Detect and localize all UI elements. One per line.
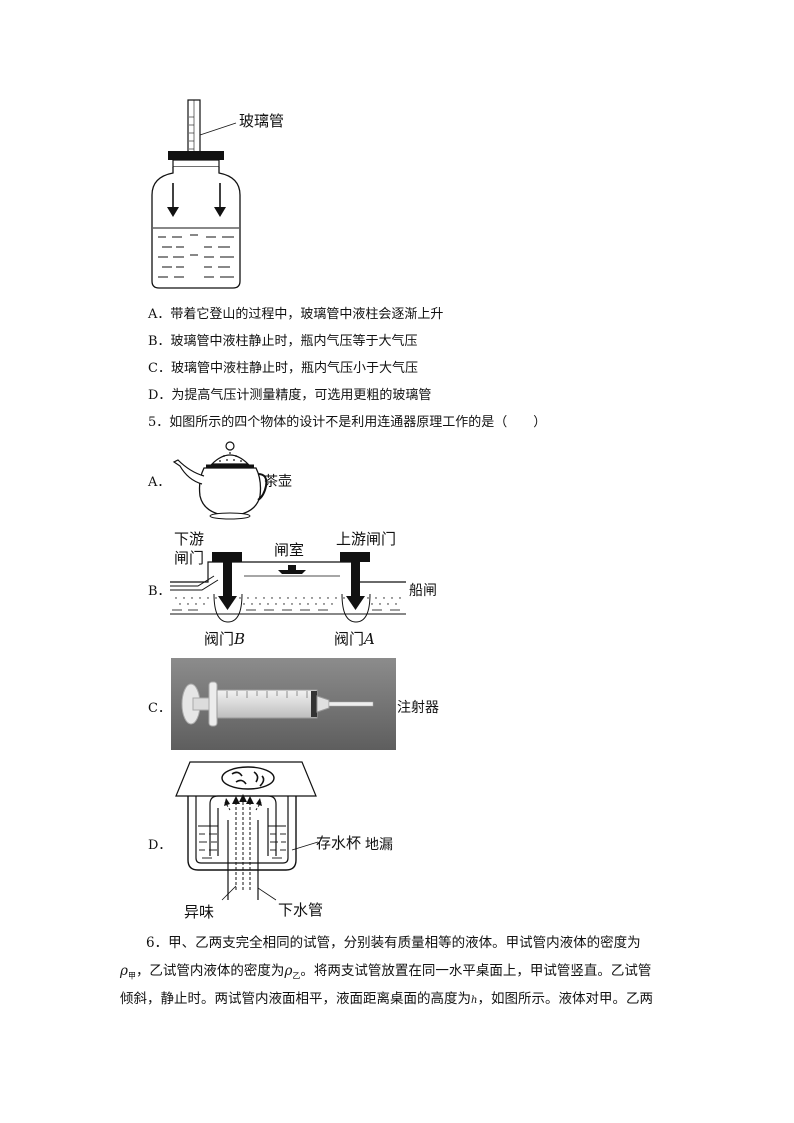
teapot-label: 茶壶 (264, 474, 292, 490)
glass-tube-label: 玻璃管 (239, 112, 285, 130)
drain-pipe-label: 下水管 (278, 901, 324, 919)
q4-option-c: C．玻璃管中液柱静止时，瓶内气压小于大气压 (148, 361, 418, 376)
q6-line-3-end: ，如图所示。液体对甲。乙两 (477, 991, 653, 1007)
q4-option-d: D．为提高气压计测量精度，可选用更粗的玻璃管 (148, 388, 432, 403)
q4-option-a: A．带着它登山的过程中，玻璃管中液柱会逐渐上升 (148, 307, 444, 322)
lock-chamber-label: 闸室 (274, 541, 305, 559)
upstream-gate-label: 上游闸门 (336, 530, 397, 548)
q6-line-3-start: 倾斜，静止时。两试管内液面相平，液面距离桌面的高度为 (120, 991, 471, 1007)
height-symbol: h (471, 995, 478, 1006)
q5-option-c-letter: C． (148, 701, 171, 716)
valve-a-label: 阀门A (334, 628, 375, 649)
q5-option-a-letter: A． (148, 475, 171, 490)
q6-line-2-mid: ，乙试管内液体的密度为 (135, 963, 285, 979)
q5-option-b-letter: B． (148, 584, 171, 599)
valve-b-prefix: 阀门 (204, 630, 235, 648)
bottle-barometer-figure (151, 99, 241, 289)
q4-option-b: B．玻璃管中液柱静止时，瓶内气压等于大气压 (148, 334, 418, 349)
syringe-photo (171, 658, 396, 750)
valve-b-label: 阀门B (204, 628, 245, 649)
floor-drain-figure (175, 761, 319, 901)
valve-b-var: B (234, 630, 246, 648)
downstream-gate-label-1: 下游 (174, 530, 205, 548)
q5-option-d-letter: D． (148, 838, 172, 853)
q5-stem: 5．如图所示的四个物体的设计不是利用连通器原理工作的是（ ） (148, 415, 547, 430)
valve-a-prefix: 阀门 (334, 630, 365, 648)
floor-drain-label: 地漏 (365, 837, 393, 853)
q6-line-2-end: 。将两支试管放置在同一水平桌面上，甲试管竖直。乙试管 (300, 963, 652, 979)
ship-lock-label: 船闸 (409, 583, 437, 599)
downstream-gate-label-2: 闸门 (174, 549, 205, 567)
syringe-label: 注射器 (397, 700, 439, 716)
rho-symbol-2: ρ (284, 963, 293, 979)
q6-line-2: ρ甲，乙试管内液体的密度为ρ乙。将两支试管放置在同一水平桌面上，甲试管竖直。乙试… (120, 957, 651, 991)
odor-label: 异味 (184, 903, 215, 921)
water-cup-label: 存水杯 (316, 834, 362, 852)
valve-a-var: A (364, 630, 375, 648)
rho-sub-yi: 乙 (292, 971, 301, 981)
teapot-figure (172, 441, 268, 520)
rho-sub-jia: 甲 (127, 971, 136, 981)
ship-lock-figure (170, 552, 406, 623)
rho-symbol-1: ρ (120, 963, 128, 979)
q6-line-1: 6．甲、乙两支完全相同的试管，分别装有质量相等的液体。甲试管内液体的密度为 (146, 935, 641, 951)
q6-line-3: 倾斜，静止时。两试管内液面相平，液面距离桌面的高度为h，如图所示。液体对甲。乙两 (120, 985, 653, 1015)
